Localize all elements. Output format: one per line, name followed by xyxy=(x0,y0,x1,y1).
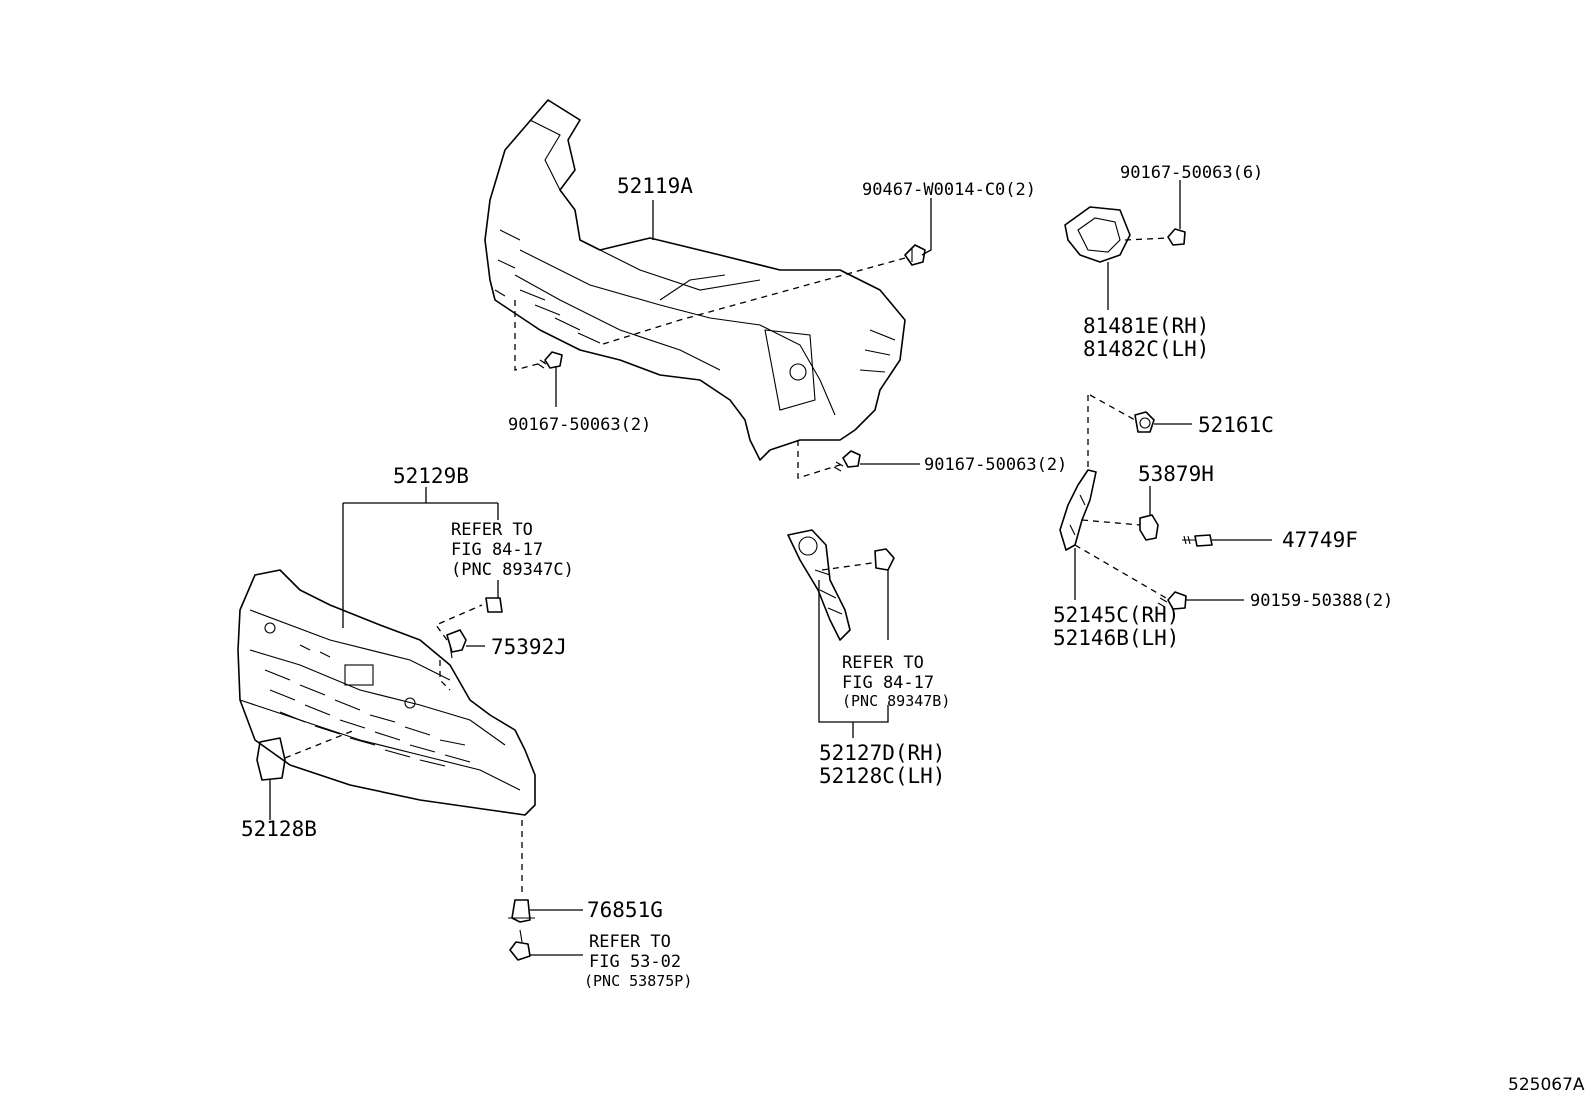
label-81481E: 81481E(RH) xyxy=(1083,314,1209,338)
label-81482C: 81482C(LH) xyxy=(1083,337,1209,361)
cover-52128B-drawing xyxy=(256,737,286,781)
label-76851G: 76851G xyxy=(587,898,663,922)
leader-lines xyxy=(269,180,1272,956)
ref2-line1: REFER TO xyxy=(842,653,924,673)
nut-53879H-drawing xyxy=(1139,514,1159,541)
fog-lamp-bracket-drawing xyxy=(1064,206,1131,263)
screw-90159-drawing xyxy=(1157,591,1187,610)
bracket-89347C-drawing xyxy=(485,597,503,613)
clip-90467-drawing xyxy=(904,244,926,266)
ref2-line2: FIG 84-17 xyxy=(842,673,934,693)
screw-left-drawing xyxy=(537,351,563,369)
ref3-line3: (PNC 53875P) xyxy=(584,972,692,990)
lower-grille-drawing xyxy=(237,569,536,816)
screw-top-right-drawing xyxy=(1167,228,1186,246)
upper-bumper-cover-drawing xyxy=(484,99,906,461)
ref1-line2: FIG 84-17 xyxy=(451,540,543,560)
screw-mid-drawing xyxy=(833,450,861,472)
label-52145C: 52145C(RH) xyxy=(1053,603,1179,627)
fog-lamp-cover-drawing xyxy=(787,529,851,641)
label-47749F: 47749F xyxy=(1282,528,1358,552)
label-52146B: 52146B(LH) xyxy=(1053,626,1179,650)
bracket-89347B-drawing xyxy=(874,548,895,571)
label-52128C: 52128C(LH) xyxy=(819,764,945,788)
label-90159-50388: 90159-50388(2) xyxy=(1250,591,1393,611)
label-52161C: 52161C xyxy=(1198,413,1274,437)
label-52119A: 52119A xyxy=(617,174,693,198)
label-53879H: 53879H xyxy=(1138,462,1214,486)
ref2-line3: (PNC 89347B) xyxy=(842,692,950,710)
label-90467-W0014-C0: 90467-W0014-C0(2) xyxy=(862,180,1036,200)
ref3-line1: REFER TO xyxy=(589,932,671,952)
clip-52161C-drawing xyxy=(1134,411,1155,433)
clip-75392J-drawing xyxy=(446,629,467,659)
screw-53875P-drawing xyxy=(509,929,531,961)
label-90167-50063-2-left: 90167-50063(2) xyxy=(508,415,651,435)
label-52128B: 52128B xyxy=(241,817,317,841)
clip-76851G-drawing xyxy=(508,899,535,923)
ref1-line3: (PNC 89347C) xyxy=(451,560,574,580)
ref1-line1: REFER TO xyxy=(451,520,533,540)
side-bracket-drawing xyxy=(1059,469,1097,551)
label-75392J: 75392J xyxy=(491,635,567,659)
label-90167-50063-6: 90167-50063(6) xyxy=(1120,163,1263,183)
label-52129B: 52129B xyxy=(393,464,469,488)
ref3-line2: FIG 53-02 xyxy=(589,952,681,972)
label-90167-50063-2-mid: 90167-50063(2) xyxy=(924,455,1067,475)
drawing-number: 525067A xyxy=(1508,1075,1585,1095)
bolt-47749F-drawing xyxy=(1182,534,1213,547)
label-52127D: 52127D(RH) xyxy=(819,741,945,765)
